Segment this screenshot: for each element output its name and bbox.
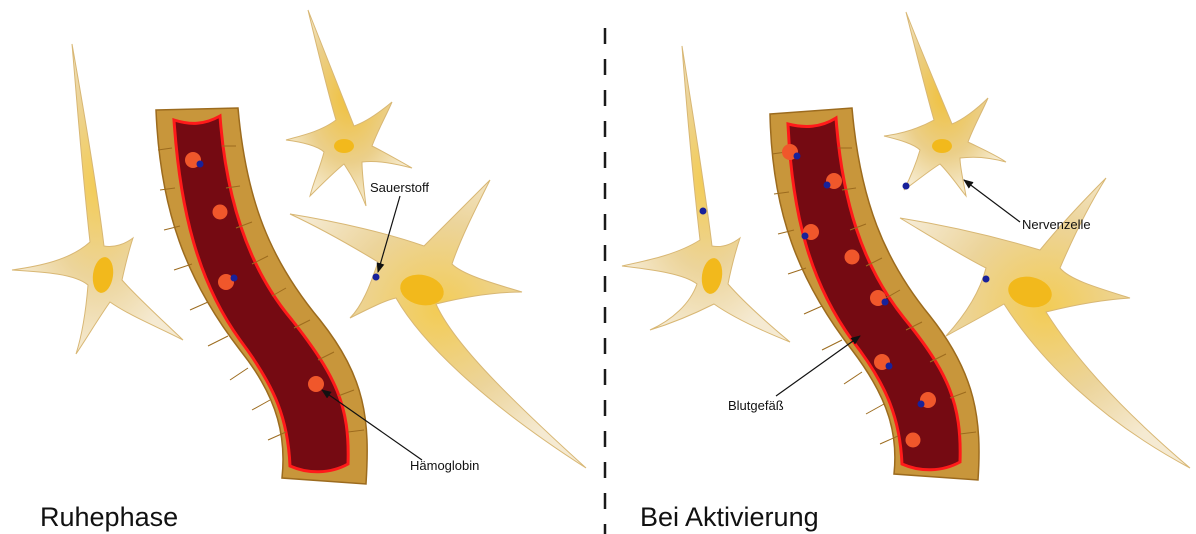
hemoglobin-cell (308, 376, 324, 392)
hemoglobin-cell (213, 205, 228, 220)
oxygen-molecule (794, 153, 801, 160)
nucleus (932, 139, 952, 153)
oxygen-molecule (824, 182, 831, 189)
oxygen-molecule (882, 299, 889, 306)
label-oxygen: Sauerstoff (370, 180, 429, 195)
label-hemoglobin: Hämoglobin (410, 458, 479, 473)
nucleus (334, 139, 354, 153)
oxygen-molecule (886, 363, 893, 370)
oxygen-molecule (802, 233, 809, 240)
oxygen-molecule (918, 401, 925, 408)
panel-title-right: Bei Aktivierung (640, 502, 819, 533)
oxygen-molecule (373, 274, 380, 281)
right-panel: Nervenzelle Blutgefäß (622, 12, 1190, 480)
hemoglobin-cell (906, 433, 921, 448)
left-panel: Sauerstoff Hämoglobin (12, 10, 586, 484)
neuron-right-2 (884, 12, 1006, 196)
neuron-left-2 (286, 10, 412, 206)
hemoglobin-cell (845, 250, 860, 265)
neuron-right-1 (622, 46, 790, 342)
panel-title-left: Ruhephase (40, 502, 178, 533)
oxygen-molecule (903, 183, 910, 190)
label-vessel: Blutgefäß (728, 398, 784, 413)
label-neuron: Nervenzelle (1022, 217, 1091, 232)
oxygen-molecule (983, 276, 990, 283)
annotation-neuron: Nervenzelle (964, 180, 1091, 232)
annotation-vessel: Blutgefäß (728, 336, 860, 413)
neuron-left-1 (12, 44, 183, 354)
oxygen-molecule (231, 275, 238, 282)
oxygen-molecule (700, 208, 707, 215)
oxygen-molecule (197, 161, 204, 168)
